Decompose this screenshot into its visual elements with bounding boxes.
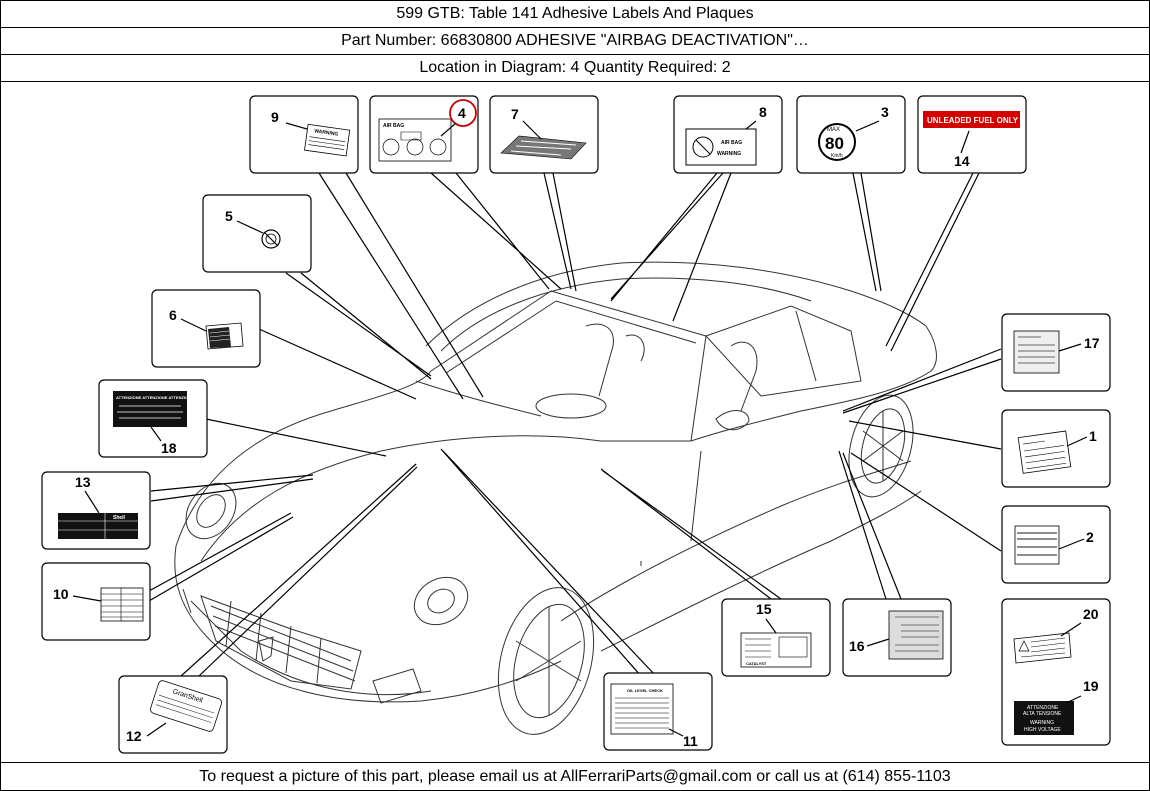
label-high-voltage-text: HIGH VOLTAGE bbox=[1024, 727, 1061, 733]
callout-number: 19 bbox=[1083, 678, 1099, 694]
callout-6[interactable]: 6 bbox=[151, 289, 261, 368]
callout-17[interactable]: 17 bbox=[1001, 313, 1111, 392]
callout-14[interactable]: UNLEADED FUEL ONLY 14 bbox=[917, 95, 1027, 174]
parts-diagram: 9 WARNING AIR BAG 4 7 8 AIR BAG bbox=[0, 81, 1150, 762]
label-airbag-warning-text: WARNING bbox=[717, 151, 741, 157]
callout-number: 4 bbox=[458, 105, 466, 121]
callout-number: 13 bbox=[75, 474, 91, 490]
callout-number: 16 bbox=[849, 638, 865, 654]
callout-number: 15 bbox=[756, 601, 772, 617]
callout-number: 12 bbox=[126, 728, 142, 744]
callout-number: 7 bbox=[511, 106, 519, 122]
highlight-circle bbox=[449, 99, 477, 127]
callout-number: 9 bbox=[271, 109, 279, 125]
callout-1[interactable]: 1 bbox=[1001, 409, 1111, 488]
label-attenzione-alta-text: ATTENZIONE bbox=[1027, 705, 1059, 711]
callout-20-19[interactable]: 20 19 ATTENZIONE ALTA TENSIONE WARNING H… bbox=[1001, 598, 1111, 746]
leader-lines bbox=[148, 172, 1002, 677]
label-attenzione-text: ATTENZIONE ATTENZIONE ATTENZIONE bbox=[116, 395, 194, 400]
part-number-line: Part Number: 66830800 ADHESIVE "AIRBAG D… bbox=[0, 27, 1150, 54]
callout-number: 10 bbox=[53, 586, 69, 602]
callout-5[interactable]: 5 bbox=[202, 194, 312, 273]
callout-number: 1 bbox=[1089, 428, 1097, 444]
contact-footer: To request a picture of this part, pleas… bbox=[0, 762, 1150, 791]
callout-18[interactable]: ATTENZIONE ATTENZIONE ATTENZIONE 18 bbox=[98, 379, 208, 458]
callout-13[interactable]: 13 Shell bbox=[41, 471, 151, 550]
callout-number: 6 bbox=[169, 307, 177, 323]
label-airbag-text: AIR BAG bbox=[721, 140, 742, 146]
callout-7[interactable]: 7 bbox=[489, 95, 599, 174]
callout-number: 5 bbox=[225, 208, 233, 224]
callout-number: 3 bbox=[881, 104, 889, 120]
callout-number: 20 bbox=[1083, 606, 1099, 622]
label-shell-text: Shell bbox=[113, 515, 126, 521]
label-airbag-text: AIR BAG bbox=[383, 123, 404, 129]
label-catalyst-text: CATALYST bbox=[746, 661, 767, 666]
page-title: 599 GTB: Table 141 Adhesive Labels And P… bbox=[0, 0, 1150, 27]
callout-number: 2 bbox=[1086, 529, 1094, 545]
callout-9[interactable]: 9 WARNING bbox=[249, 95, 359, 174]
label-warning-hv-text: WARNING bbox=[1030, 720, 1054, 726]
callout-number: 8 bbox=[759, 104, 767, 120]
callout-10[interactable]: 10 bbox=[41, 562, 151, 641]
callout-number: 17 bbox=[1084, 335, 1100, 351]
callout-number: 11 bbox=[683, 733, 698, 749]
callout-3[interactable]: 3 MAX 80 Km/h bbox=[796, 95, 906, 174]
callout-16[interactable]: 16 bbox=[842, 598, 952, 677]
location-line: Location in Diagram: 4 Quantity Required… bbox=[0, 54, 1150, 81]
label-alta-tensione-text: ALTA TENSIONE bbox=[1023, 711, 1062, 717]
label-speed-text: 80 bbox=[825, 134, 844, 153]
label-unleaded-text: UNLEADED FUEL ONLY bbox=[927, 116, 1019, 125]
callout-12[interactable]: GranShell 12 bbox=[118, 675, 228, 754]
label-warning-text: WARNING bbox=[314, 128, 339, 137]
callout-11[interactable]: OIL LEVEL CHECK 11 bbox=[603, 672, 713, 751]
callout-15[interactable]: 15 CATALYST bbox=[721, 598, 831, 677]
label-oil-check-text: OIL LEVEL CHECK bbox=[627, 688, 663, 693]
label-max-text: MAX bbox=[827, 127, 840, 133]
callout-number: 14 bbox=[954, 153, 970, 169]
diagram-svg: 9 WARNING AIR BAG 4 7 8 AIR BAG bbox=[41, 95, 1111, 754]
callout-4[interactable]: AIR BAG 4 bbox=[369, 95, 479, 174]
label-kmh-text: Km/h bbox=[831, 153, 843, 159]
callout-2[interactable]: 2 bbox=[1001, 505, 1111, 584]
car-illustration bbox=[174, 261, 937, 735]
callout-8[interactable]: 8 AIR BAG WARNING bbox=[673, 95, 783, 174]
callout-number: 18 bbox=[161, 440, 177, 456]
